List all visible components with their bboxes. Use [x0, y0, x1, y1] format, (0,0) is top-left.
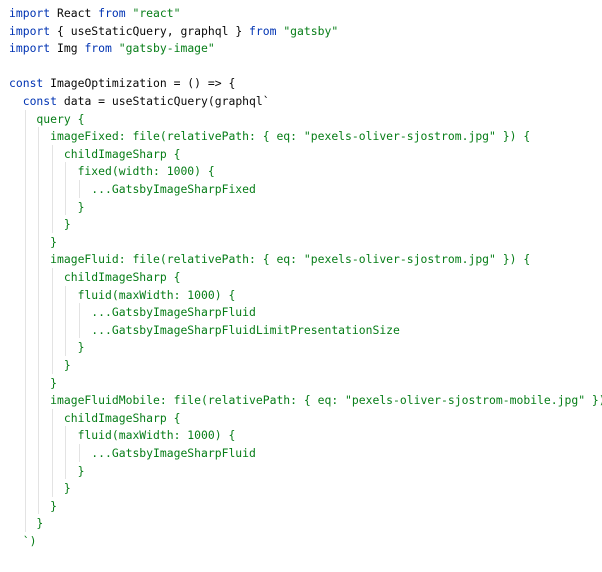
code-token: imageFluid: file(relativePath: { eq: "pe… [9, 252, 531, 267]
code-token: import [9, 6, 51, 20]
indent-guide [65, 162, 67, 216]
code-token: from [84, 41, 112, 56]
code-token: `) [9, 534, 37, 548]
code-token: } [9, 516, 44, 531]
code-line: imageFixed: file(relativePath: { eq: "pe… [9, 127, 530, 145]
code-token: ...GatsbyImageSharpFluid [9, 305, 256, 320]
code-token: import [9, 23, 51, 38]
code-token: from [98, 6, 126, 20]
code-token: } [9, 498, 58, 513]
code-token: } [9, 199, 85, 214]
code-line: ...GatsbyImageSharpFluid [9, 444, 256, 462]
code-line: ...GatsbyImageSharpFluidLimitPresentatio… [9, 321, 400, 339]
indent-guide [65, 285, 67, 356]
indent-guide [51, 408, 53, 497]
code-line: ...GatsbyImageSharpFluid [9, 303, 256, 321]
code-line: childImageSharp { [9, 268, 181, 286]
code-token [9, 94, 23, 108]
code-line: `) [9, 532, 37, 550]
code-line: const ImageOptimization = () => { [9, 74, 235, 92]
code-line: } [9, 497, 57, 515]
code-token: fluid(maxWidth: 1000) { [9, 428, 236, 443]
code-token: } [9, 234, 58, 249]
code-token: React [50, 6, 99, 20]
code-token: } [9, 375, 58, 390]
code-token: fixed(width: 1000) { [9, 164, 215, 179]
code-token: childImageSharp { [9, 146, 181, 161]
code-token: import [9, 41, 51, 56]
code-line: } [9, 356, 71, 374]
indent-guide [51, 268, 53, 374]
code-token: ...GatsbyImageSharpFluidLimitPresentatio… [9, 322, 400, 337]
code-line: query { [9, 110, 84, 128]
code-token: } [9, 481, 71, 496]
code-token: fluid(maxWidth: 1000) { [9, 287, 236, 302]
code-line: } [9, 462, 85, 480]
code-line: imageFluid: file(relativePath: { eq: "pe… [9, 250, 530, 268]
code-token: imageFixed: file(relativePath: { eq: "pe… [9, 129, 531, 144]
code-token [112, 41, 119, 55]
indent-guide [79, 303, 80, 339]
code-line: fluid(maxWidth: 1000) { [9, 286, 236, 304]
code-line: } [9, 198, 85, 216]
indent-guide [79, 444, 80, 462]
code-token: const [9, 76, 44, 91]
code-line: import Img from "gatsby-image" [9, 39, 215, 57]
code-line: imageFluidMobile: file(relativePath: { e… [9, 391, 602, 409]
code-line: } [9, 479, 71, 497]
code-line: fluid(maxWidth: 1000) { [9, 426, 236, 444]
code-line: childImageSharp { [9, 409, 181, 427]
indent-guide [51, 144, 53, 233]
code-token: imageFluidMobile: file(relativePath: { e… [9, 393, 602, 408]
code-token: const [22, 94, 58, 108]
code-token: } [9, 358, 71, 372]
code-token: "gatsby" [283, 23, 339, 38]
indent-guide [38, 127, 40, 515]
code-line: } [9, 374, 57, 392]
indent-guide [24, 109, 26, 532]
code-token: } [9, 217, 71, 232]
code-token: ImageOptimization = () => { [43, 76, 236, 91]
code-token: childImageSharp { [9, 270, 181, 284]
code-token: ...GatsbyImageSharpFluid [9, 446, 256, 460]
code-token: "react" [132, 6, 181, 20]
code-line: } [9, 215, 71, 233]
code-line: childImageSharp { [9, 145, 181, 163]
code-token: query { [9, 111, 85, 126]
code-token: "gatsby-image" [118, 41, 215, 56]
code-token: ...GatsbyImageSharpFixed [9, 182, 256, 196]
code-line: fixed(width: 1000) { [9, 162, 215, 180]
code-token: { useStaticQuery, graphql } [50, 23, 250, 38]
code-line: import { useStaticQuery, graphql } from … [9, 22, 338, 40]
code-token: } [9, 340, 85, 355]
code-line: } [9, 338, 85, 356]
indent-guide [65, 426, 67, 480]
code-token: Img [50, 41, 85, 56]
code-token: childImageSharp { [9, 410, 181, 425]
code-line: ...GatsbyImageSharpFixed [9, 180, 256, 198]
code-token: data = useStaticQuery(graphql` [57, 94, 270, 108]
code-token: } [9, 463, 85, 478]
code-line: const data = useStaticQuery(graphql` [9, 92, 270, 110]
code-token: from [249, 23, 277, 38]
code-line: } [9, 514, 43, 532]
code-line: } [9, 233, 57, 251]
indent-guide [79, 180, 80, 198]
code-line: import React from "react" [9, 4, 180, 22]
